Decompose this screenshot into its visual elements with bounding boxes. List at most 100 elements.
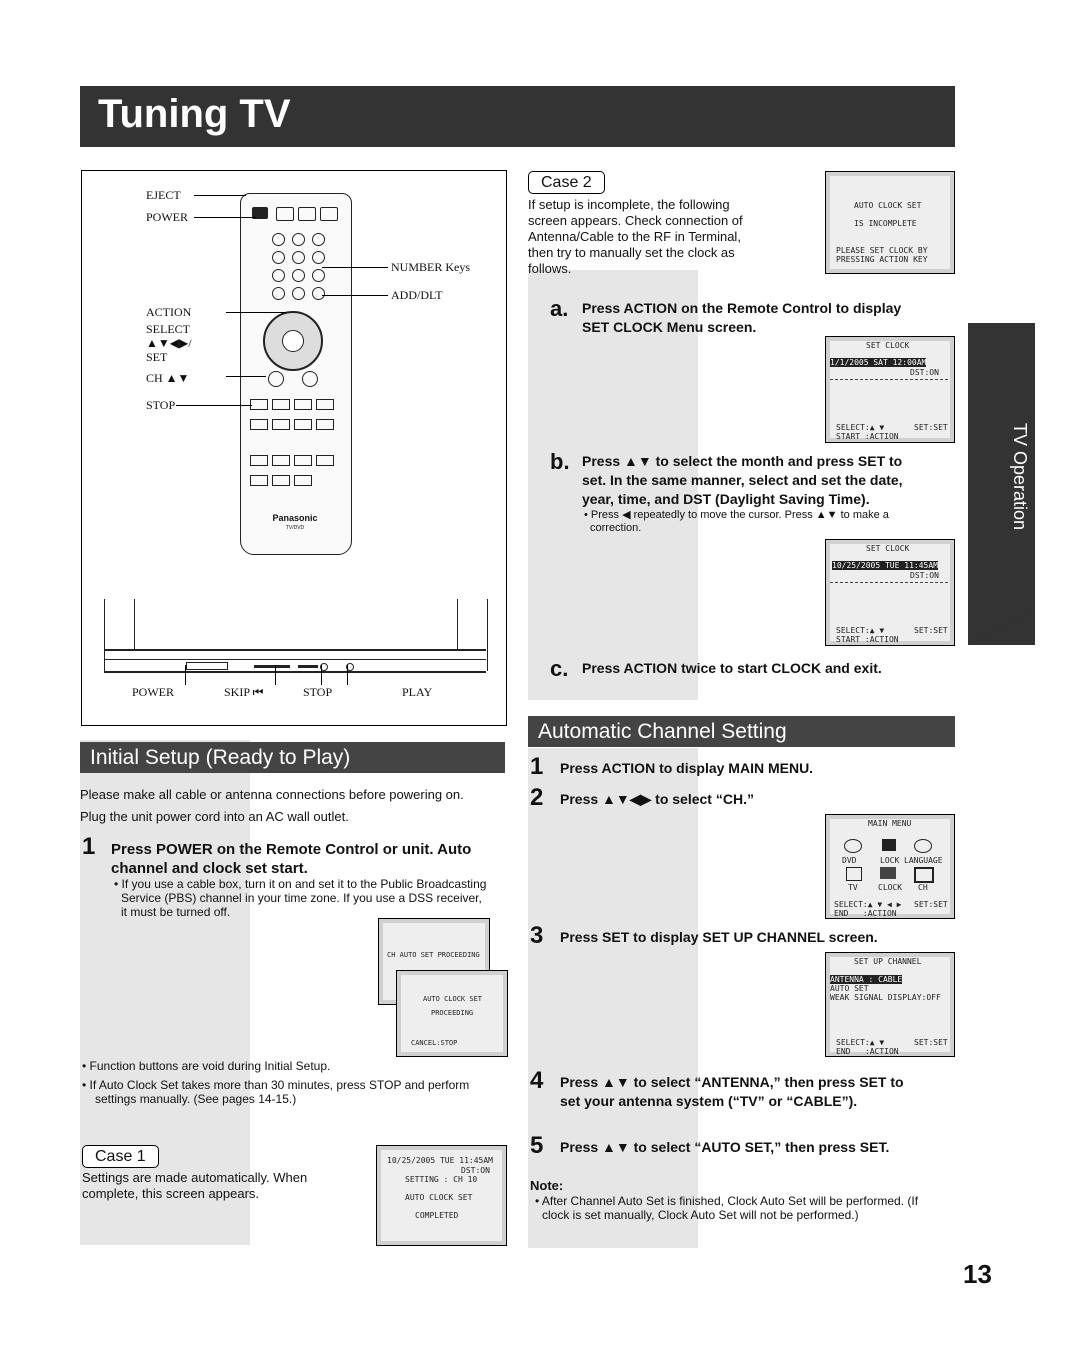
unit-label-skip: SKIP ⏮ bbox=[224, 685, 264, 699]
ac-step-2-number: 2 bbox=[530, 784, 544, 811]
ac-step-4-line-2: set your antenna system (“TV” or “CABLE”… bbox=[560, 1093, 858, 1109]
case-2-text-3: Antenna/Cable to the RF in Terminal, bbox=[528, 229, 741, 244]
label-number-keys: NUMBER Keys bbox=[391, 260, 471, 274]
screen-b-set: SET:SET bbox=[914, 626, 948, 635]
set-clock-screen-a: SET CLOCK 1/1/2005 SAT 12:00AM DST:ON SE… bbox=[825, 336, 955, 443]
screen-a-dst: DST:ON bbox=[910, 368, 939, 377]
screen-a-start: START :ACTION bbox=[836, 432, 899, 441]
label-power: POWER bbox=[146, 210, 188, 224]
bullet-1-line-1: • If you use a cable box, turn it on and… bbox=[114, 877, 487, 891]
step-b-letter: b. bbox=[550, 449, 570, 474]
note-1: • Function buttons are void during Initi… bbox=[82, 1059, 331, 1073]
label-set: SET bbox=[146, 350, 168, 364]
auto-channel-title: Automatic Channel Setting bbox=[538, 720, 787, 743]
tv-menu-icon bbox=[846, 867, 862, 881]
menu-lock-label: LOCK bbox=[880, 856, 900, 865]
case-2-text-2: screen appears. Check connection of bbox=[528, 213, 743, 228]
setup-channel-screen: SET UP CHANNEL ANTENNA : CABLE AUTO SET … bbox=[825, 952, 955, 1057]
transport-buttons bbox=[250, 393, 336, 493]
menu-tv-label: TV bbox=[848, 883, 858, 892]
case-2-screen: AUTO CLOCK SET IS INCOMPLETE PLEASE SET … bbox=[825, 171, 955, 274]
screen-a-divider bbox=[830, 379, 948, 380]
step-a-letter: a. bbox=[550, 296, 569, 321]
setup-antenna: ANTENNA : CABLE bbox=[830, 975, 903, 984]
remote-sub-brand: TV/DVD bbox=[285, 525, 305, 531]
intro-line-1: Please make all cable or antenna connect… bbox=[80, 787, 464, 802]
screen-a-select: SELECT:▲ ▼ bbox=[836, 423, 885, 432]
ac-step-5-number: 5 bbox=[530, 1132, 544, 1159]
step-1-line-2: channel and clock set start. bbox=[111, 860, 308, 877]
case-1-label: Case 1 bbox=[82, 1145, 159, 1168]
set-clock-screen-b: SET CLOCK 10/25/2005 TUE 11:45AM DST:ON … bbox=[825, 539, 955, 646]
step-c-letter: c. bbox=[550, 656, 569, 681]
label-eject: EJECT bbox=[146, 188, 181, 202]
case-2-screen-line-2: IS INCOMPLETE bbox=[854, 219, 917, 228]
ch-menu-icon bbox=[914, 867, 934, 883]
case-1-screen: 10/25/2005 TUE 11:45AM DST:ON SETTING : … bbox=[376, 1145, 507, 1246]
unit-label-stop: STOP bbox=[303, 685, 333, 699]
intro-line-2: Plug the unit power cord into an AC wall… bbox=[80, 809, 349, 824]
note-title: Note: bbox=[530, 1178, 564, 1193]
step-b-line-2: set. In the same manner, select and set … bbox=[582, 472, 903, 488]
side-tab-label: TV Operation bbox=[1010, 423, 1030, 531]
setup-title: SET UP CHANNEL bbox=[854, 957, 922, 966]
case-2-screen-line-4: PRESSING ACTION KEY bbox=[836, 255, 928, 264]
auto-clock-status: PROCEEDING bbox=[431, 1009, 474, 1017]
ac-step-4-line-1: Press ▲▼ to select “ANTENNA,” then press… bbox=[560, 1074, 904, 1090]
dvd-menu-icon bbox=[844, 839, 862, 853]
screen-b-start: START :ACTION bbox=[836, 635, 899, 644]
right-shade-bottom bbox=[528, 748, 698, 1248]
bullet-1-line-3: it must be turned off. bbox=[121, 905, 231, 919]
lock-menu-icon bbox=[882, 839, 896, 851]
clock-menu-icon bbox=[880, 867, 896, 879]
screen-b-dst: DST:ON bbox=[910, 571, 939, 580]
ac-step-2-text: Press ▲▼◀▶ to select “CH.” bbox=[560, 791, 754, 807]
unit-label-power: POWER bbox=[132, 685, 174, 699]
ac-step-5-text: Press ▲▼ to select “AUTO SET,” then pres… bbox=[560, 1139, 890, 1155]
ch-auto-set-text: CH AUTO SET PROCEEDING bbox=[387, 951, 480, 959]
case-2-screen-line-3: PLEASE SET CLOCK BY bbox=[836, 246, 928, 255]
case-1-setting: SETTING : CH 10 bbox=[405, 1175, 478, 1184]
step-1-line-1: Press POWER on the Remote Control or uni… bbox=[111, 841, 472, 858]
label-arrows: ▲▼◀▶/ bbox=[146, 336, 192, 350]
case-2-screen-line-1: AUTO CLOCK SET bbox=[854, 201, 922, 210]
menu-select: SELECT:▲ ▼ ◀ ▶ bbox=[834, 900, 902, 909]
ac-step-4-number: 4 bbox=[530, 1067, 544, 1094]
tv-unit bbox=[104, 599, 488, 679]
step-b-note-1: • Press ◀ repeatedly to move the cursor.… bbox=[584, 509, 889, 521]
screen-a-title: SET CLOCK bbox=[866, 341, 910, 350]
auto-clock-title: AUTO CLOCK SET bbox=[423, 995, 483, 1003]
menu-ch-label: CH bbox=[918, 883, 928, 892]
label-add-dlt: ADD/DLT bbox=[391, 288, 443, 302]
screen-a-set: SET:SET bbox=[914, 423, 948, 432]
setup-select: SELECT:▲ ▼ bbox=[836, 1038, 885, 1047]
remote-figure: Panasonic TV/DVD EJECT POWER ACTION SELE… bbox=[81, 170, 507, 726]
case-2-text-1: If setup is incomplete, the following bbox=[528, 197, 730, 212]
setup-set: SET:SET bbox=[914, 1038, 948, 1047]
case-1-title: AUTO CLOCK SET bbox=[405, 1193, 473, 1202]
step-b-note-2: correction. bbox=[590, 522, 642, 534]
menu-end: END :ACTION bbox=[834, 909, 897, 918]
label-ch: CH ▲▼ bbox=[146, 371, 190, 385]
remote-brand: Panasonic bbox=[272, 513, 318, 523]
ac-step-3-number: 3 bbox=[530, 922, 544, 949]
ac-step-1-number: 1 bbox=[530, 753, 544, 780]
screen-b-title: SET CLOCK bbox=[866, 544, 910, 553]
case-1-text-1: Settings are made automatically. When bbox=[82, 1170, 308, 1185]
note-2-line-2: settings manually. (See pages 14-15.) bbox=[95, 1092, 297, 1106]
side-tab-cut bbox=[968, 610, 1035, 645]
initial-setup-title: Initial Setup (Ready to Play) bbox=[90, 746, 351, 769]
note-line-2: clock is set manually, Clock Auto Set wi… bbox=[542, 1208, 859, 1222]
nav-ring bbox=[263, 311, 323, 371]
menu-set: SET:SET bbox=[914, 900, 948, 909]
note-2-line-1: • If Auto Clock Set takes more than 30 m… bbox=[82, 1078, 470, 1092]
page-number: 13 bbox=[963, 1259, 992, 1289]
step-b-line-3: year, time, and DST (Daylight Saving Tim… bbox=[582, 491, 870, 507]
screen-b-date: 10/25/2005 TUE 11:45AM bbox=[832, 561, 938, 570]
label-stop: STOP bbox=[146, 398, 176, 412]
step-1-number: 1 bbox=[82, 833, 96, 860]
ac-step-3-text: Press SET to display SET UP CHANNEL scre… bbox=[560, 929, 878, 945]
auto-clock-cancel: CANCEL:STOP bbox=[411, 1039, 458, 1047]
screen-a-date: 1/1/2005 SAT 12:00AM bbox=[830, 358, 927, 367]
setup-auto-set: AUTO SET bbox=[830, 984, 869, 993]
